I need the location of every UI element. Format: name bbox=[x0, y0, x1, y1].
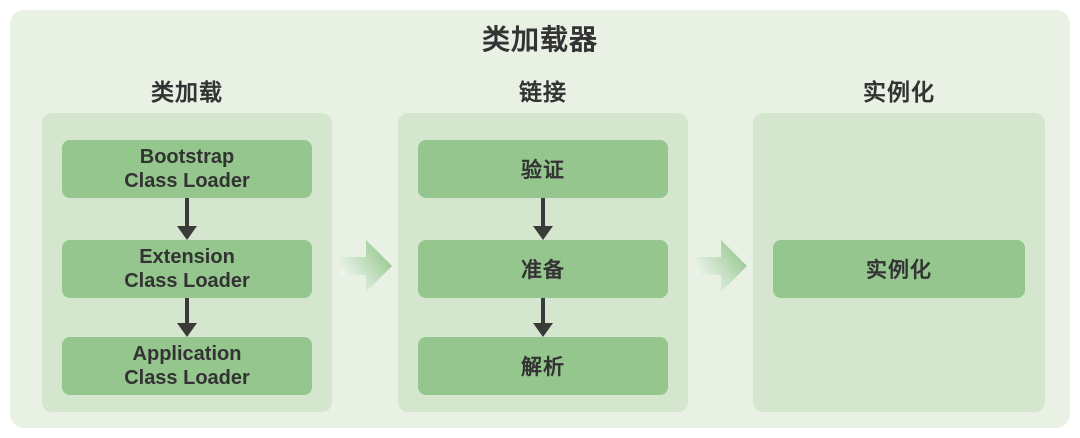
panel-linking: 验证 准备 解析 bbox=[398, 113, 688, 412]
arrow-preparation-to-resolution-icon bbox=[533, 298, 553, 337]
section-header-linking: 链接 bbox=[519, 79, 567, 105]
arrow-shaft bbox=[541, 198, 545, 227]
diagram-title: 类加载器 bbox=[481, 24, 598, 55]
arrow-shaft bbox=[185, 198, 189, 227]
section-header-instantiation: 实例化 bbox=[863, 79, 935, 105]
panel-instantiation: 实例化 bbox=[753, 113, 1045, 412]
diagram-container: 类加载器 类加载 链接 实例化 Bootstrap Class Loader E… bbox=[10, 10, 1070, 428]
arrow-extension-to-application-icon bbox=[177, 298, 197, 337]
box-verification: 验证 bbox=[418, 140, 668, 198]
arrow-head bbox=[533, 323, 553, 337]
arrow-head bbox=[177, 226, 197, 240]
arrow-verification-to-preparation-icon bbox=[533, 198, 553, 240]
box-application-class-loader: Application Class Loader bbox=[62, 337, 312, 395]
section-header-class-loading: 类加载 bbox=[151, 79, 223, 105]
arrow-shaft bbox=[185, 298, 189, 324]
box-instantiation: 实例化 bbox=[773, 240, 1025, 298]
box-resolution: 解析 bbox=[418, 337, 668, 395]
arrow-bootstrap-to-extension-icon bbox=[177, 198, 197, 240]
arrow-head bbox=[177, 323, 197, 337]
arrow-head bbox=[533, 226, 553, 240]
panel-class-loading: Bootstrap Class Loader Extension Class L… bbox=[42, 113, 332, 412]
flow-arrow-linking-to-instantiation-icon bbox=[695, 240, 747, 292]
box-extension-class-loader: Extension Class Loader bbox=[62, 240, 312, 298]
flow-arrow-loading-to-linking-icon bbox=[340, 240, 392, 292]
box-preparation: 准备 bbox=[418, 240, 668, 298]
arrow-shaft bbox=[541, 298, 545, 324]
box-bootstrap-class-loader: Bootstrap Class Loader bbox=[62, 140, 312, 198]
